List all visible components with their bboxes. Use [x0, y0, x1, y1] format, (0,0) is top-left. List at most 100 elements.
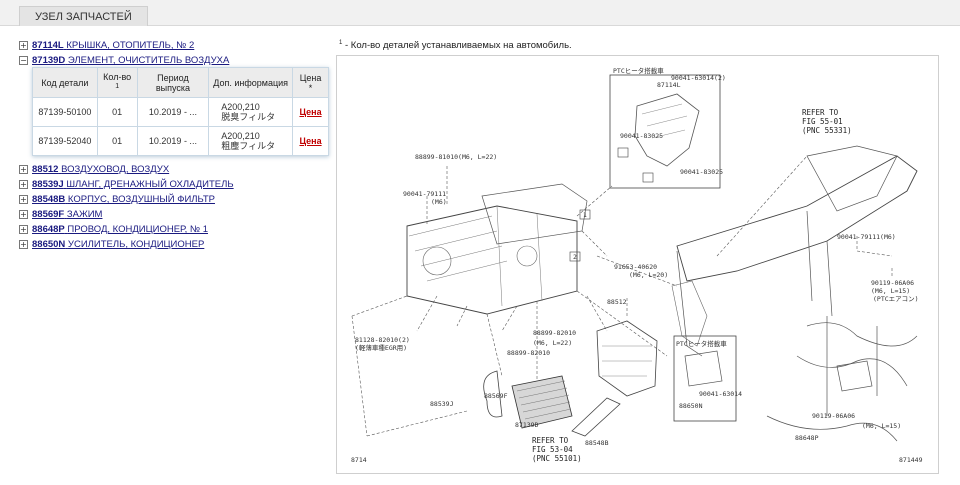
tree-item-88539J: + 88539J ШЛАНГ, ДРЕНАЖНЫЙ ОХЛАДИТЕЛЬ: [19, 177, 339, 192]
expand-icon[interactable]: +: [19, 210, 28, 219]
duct-88512: [596, 320, 658, 397]
diagram-label: 88650N: [679, 402, 703, 410]
diagram-label: REFER TO: [802, 108, 839, 117]
tree-link[interactable]: 87139D ЭЛЕМЕНТ, ОЧИСТИТЕЛЬ ВОЗДУХА: [32, 53, 229, 68]
diagram-label: 871449: [899, 456, 923, 464]
tree-link[interactable]: 88539J ШЛАНГ, ДРЕНАЖНЫЙ ОХЛАДИТЕЛЬ: [32, 177, 234, 192]
page-title-tab[interactable]: УЗЕЛ ЗАПЧАСТЕЙ: [19, 6, 148, 26]
diagram-label: (M6, L=20): [629, 271, 668, 279]
diagram-label: (M6, L=15): [871, 287, 910, 295]
diagram-label: 88899-82010: [533, 329, 576, 337]
parts-diagram[interactable]: PTCヒータ搭載車 87114L 90041-63014(2) 90041-83…: [336, 55, 939, 474]
diagram-label: 2: [573, 253, 577, 261]
info-line: 脱臭フィルタ: [221, 112, 276, 122]
part-code: 87114L: [32, 40, 64, 51]
footnote-mark: 1: [339, 40, 343, 46]
tree-link[interactable]: 88548B КОРПУС, ВОЗДУШНЫЙ ФИЛЬТР: [32, 192, 215, 207]
diagram-label: (M6, L=15): [862, 422, 901, 430]
drain-hose: [483, 370, 503, 418]
expand-icon[interactable]: +: [19, 240, 28, 249]
diagram-label: 87114L: [657, 81, 681, 89]
col-header-qty: Кол-во 1: [96, 67, 138, 98]
diagram-label: 88899-81010(M6, L=22): [415, 153, 497, 161]
diagram-label: 88539J: [430, 400, 454, 408]
header-label: Доп. информация: [213, 77, 289, 88]
diagram-label: FIG 55-01: [802, 117, 843, 126]
part-name: УСИЛИТЕЛЬ, КОНДИЦИОНЕР: [67, 239, 205, 250]
price-link[interactable]: Цена: [299, 107, 322, 117]
diagram-label: (PNC 55331): [802, 126, 852, 135]
wire-harness: [766, 316, 918, 442]
diagram-label: (軽薄車種EGR用): [355, 343, 407, 352]
diagram-label: 81128-82010(2): [355, 336, 410, 344]
diagram-label: PTCヒータ搭載車: [613, 66, 664, 75]
expand-icon[interactable]: +: [19, 225, 28, 234]
tree-item-88650N: + 88650N УСИЛИТЕЛЬ, КОНДИЦИОНЕР: [19, 237, 339, 252]
diagram-label: 91653-40620: [614, 263, 657, 271]
diagram-label: 90119-06A06: [871, 279, 914, 287]
col-header-price: Цена*: [292, 67, 329, 98]
diagram-label: REFER TO: [532, 436, 569, 445]
col-header-code: Код детали: [32, 67, 98, 98]
footnote-mark: 1: [115, 82, 120, 90]
tree-link[interactable]: 88569F ЗАЖИМ: [32, 207, 102, 222]
part-name: КОРПУС, ВОЗДУШНЫЙ ФИЛЬТР: [67, 194, 215, 205]
ptc-inset-top: [609, 74, 721, 189]
diagram-label: 1: [583, 211, 587, 219]
footnote: 1 - Кол-во деталей устанавливаемых на ав…: [339, 40, 572, 51]
header-label: Код детали: [41, 77, 89, 88]
expand-icon[interactable]: +: [19, 41, 28, 50]
cell-code: 87139-50100: [32, 97, 98, 127]
part-name: ШЛАНГ, ДРЕНАЖНЫЙ ОХЛАДИТЕЛЬ: [66, 179, 234, 190]
diagram-label: 90119-06A06: [812, 412, 855, 420]
tree-item-87114L: + 87114L КРЫШКА, ОТОПИТЕЛЬ, № 2: [19, 38, 339, 53]
collapse-icon[interactable]: −: [19, 56, 28, 65]
info-line: A200,210: [221, 131, 260, 141]
footnote-mark: *: [308, 82, 313, 93]
dash-frame: [676, 155, 918, 282]
tree-link[interactable]: 87114L КРЫШКА, ОТОПИТЕЛЬ, № 2: [32, 38, 194, 53]
expand-icon[interactable]: +: [19, 180, 28, 189]
tree-item-88648P: + 88648P ПРОВОД, КОНДИЦИОНЕР, № 1: [19, 222, 339, 237]
cell-period: 10.2019 - ...: [136, 97, 210, 127]
diagram-label: 90041-79111(M6): [837, 233, 896, 241]
diagram-label: 90041-79111: [403, 190, 446, 198]
tree-item-87139D: − 87139D ЭЛЕМЕНТ, ОЧИСТИТЕЛЬ ВОЗДУХА: [19, 53, 339, 68]
header-label: Кол-во: [103, 71, 132, 82]
expand-icon[interactable]: +: [19, 165, 28, 174]
diagram-label: 87139D: [515, 421, 539, 429]
col-header-info: Доп. информация: [208, 67, 294, 98]
hvac-unit: [406, 205, 578, 315]
tree-link[interactable]: 88512 ВОЗДУХОВОД, ВОЗДУХ: [32, 162, 169, 177]
part-code: 88650N: [32, 239, 66, 250]
diagram-label: 90041-83025: [620, 132, 663, 140]
col-header-period: Период выпуска: [136, 67, 210, 98]
diagram-label: PTCヒータ搭載車: [676, 339, 727, 348]
part-code: 87139D: [32, 55, 66, 66]
parts-tree: + 87114L КРЫШКА, ОТОПИТЕЛЬ, № 2 − 87139D…: [19, 38, 339, 252]
tree-link[interactable]: 88648P ПРОВОД, КОНДИЦИОНЕР, № 1: [32, 222, 208, 237]
diagram-label: (M6): [431, 198, 447, 206]
tree-link[interactable]: 88650N УСИЛИТЕЛЬ, КОНДИЦИОНЕР: [32, 237, 204, 252]
ref-mark: [617, 147, 629, 158]
cell-qty: 01: [96, 126, 138, 156]
price-link[interactable]: Цена: [299, 136, 322, 146]
ptc-inset-mid: [673, 335, 737, 422]
diagram-label: 90041-63014(2): [671, 74, 726, 82]
tree-item-88548B: + 88548B КОРПУС, ВОЗДУШНЫЙ ФИЛЬТР: [19, 192, 339, 207]
diagram-label: 8714: [351, 456, 367, 464]
table-header-row: Код детали Кол-во 1 Период выпуска Доп. …: [32, 67, 329, 98]
header-label: Цена: [299, 72, 322, 83]
ref-mark: [569, 251, 581, 262]
diagram-label: 88569F: [484, 392, 508, 400]
diagram-label: 88512: [607, 298, 627, 306]
diagram-label: (PTCエアコン): [873, 295, 919, 303]
expand-icon[interactable]: +: [19, 195, 28, 204]
cell-period: 10.2019 - ...: [136, 126, 210, 156]
part-name: ЭЛЕМЕНТ, ОЧИСТИТЕЛЬ ВОЗДУХА: [67, 55, 230, 66]
cell-code: 87139-52040: [32, 126, 98, 156]
diagram-label: 90041-83025: [680, 168, 723, 176]
diagram-label: 88899-82010: [507, 349, 550, 357]
